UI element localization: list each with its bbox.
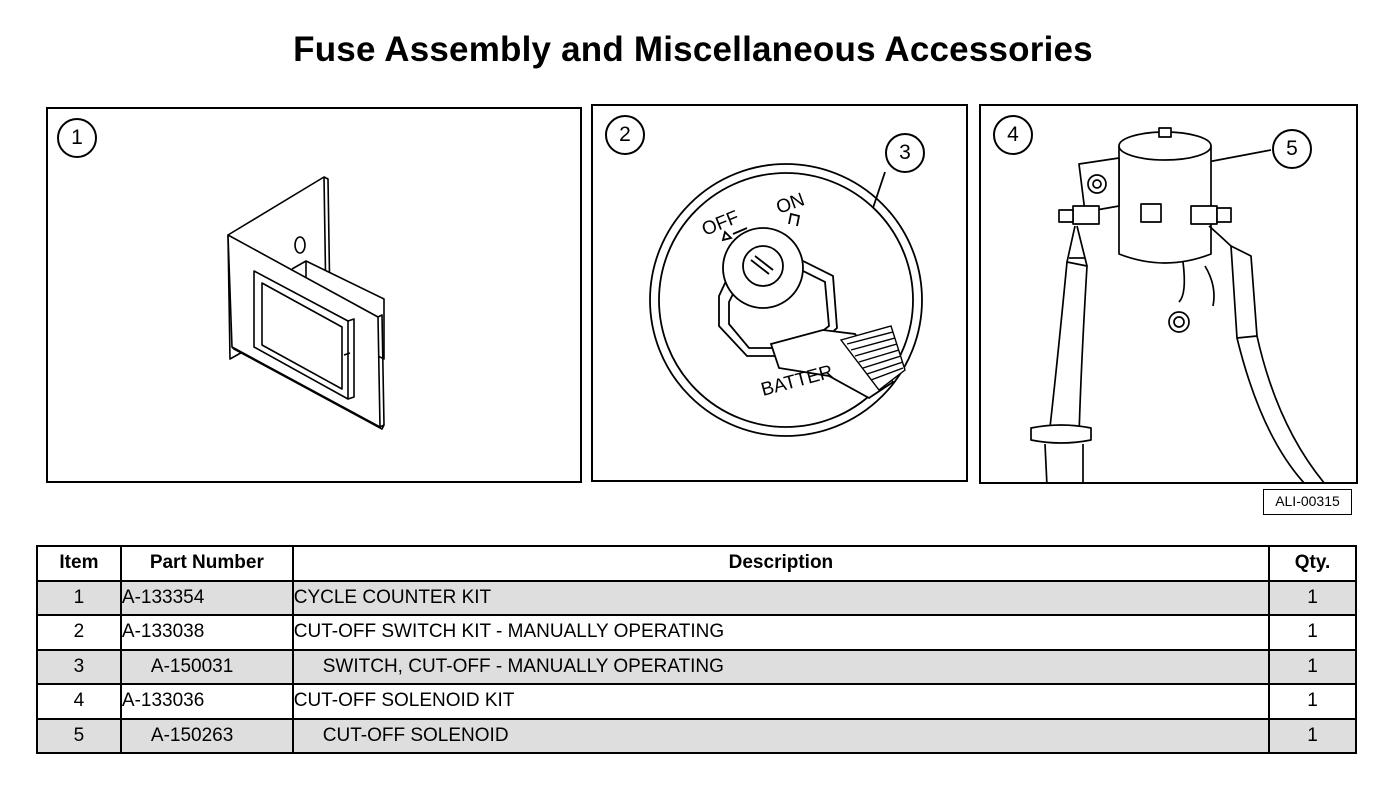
table-row: 2 A-133038 CUT-OFF SWITCH KIT - MANUALLY… bbox=[36, 614, 1357, 651]
switch-label-on: ON bbox=[774, 189, 808, 218]
callout-1: 1 bbox=[57, 118, 97, 158]
cell-part-number: A-150263 bbox=[119, 717, 294, 754]
figure-code-label: ALI-00315 bbox=[1263, 489, 1352, 515]
cutoff-switch-illustration: OFF ON BATTER bbox=[649, 163, 923, 437]
cell-part-number: A-133038 bbox=[119, 614, 294, 651]
cell-qty: 1 bbox=[1268, 717, 1357, 754]
cell-item: 5 bbox=[36, 717, 122, 754]
cutoff-solenoid-illustration bbox=[1030, 127, 1325, 482]
callout-2: 2 bbox=[605, 115, 645, 155]
cycle-counter-illustration bbox=[227, 176, 385, 430]
cell-description: SWITCH, CUT-OFF - MANUALLY OPERATING bbox=[291, 648, 1271, 685]
table-row: 1 A-133354 CYCLE COUNTER KIT 1 bbox=[36, 579, 1357, 616]
figure-panel-cutoff-switch: OFF ON BATTER 2 3 bbox=[591, 104, 968, 482]
callout-3: 3 bbox=[885, 133, 925, 173]
figure-panel-cycle-counter: 1 bbox=[46, 107, 582, 483]
cell-item: 2 bbox=[36, 614, 122, 651]
callout-4: 4 bbox=[993, 115, 1033, 155]
header-part-number: Part Number bbox=[119, 545, 294, 582]
cell-part-number: A-150031 bbox=[119, 648, 294, 685]
cell-item: 4 bbox=[36, 683, 122, 720]
cell-description: CUT-OFF SWITCH KIT - MANUALLY OPERATING bbox=[291, 614, 1271, 651]
switch-label-off: OFF bbox=[699, 207, 742, 241]
cell-qty: 1 bbox=[1268, 614, 1357, 651]
cell-part-number: A-133354 bbox=[119, 579, 294, 616]
cell-description: CUT-OFF SOLENOID KIT bbox=[291, 683, 1271, 720]
cell-part-number: A-133036 bbox=[119, 683, 294, 720]
table-row: 3 A-150031 SWITCH, CUT-OFF - MANUALLY OP… bbox=[36, 648, 1357, 685]
table-row: 4 A-133036 CUT-OFF SOLENOID KIT 1 bbox=[36, 683, 1357, 720]
header-item: Item bbox=[36, 545, 122, 582]
cell-qty: 1 bbox=[1268, 579, 1357, 616]
header-description: Description bbox=[291, 545, 1271, 582]
cell-description: CUT-OFF SOLENOID bbox=[291, 717, 1271, 754]
header-qty: Qty. bbox=[1268, 545, 1357, 582]
parts-table: Item Part Number Description Qty. 1 A-13… bbox=[36, 545, 1357, 754]
figure-panel-cutoff-solenoid: 4 5 bbox=[979, 104, 1358, 484]
cell-qty: 1 bbox=[1268, 648, 1357, 685]
cell-item: 1 bbox=[36, 579, 122, 616]
cell-description: CYCLE COUNTER KIT bbox=[291, 579, 1271, 616]
table-header-row: Item Part Number Description Qty. bbox=[36, 545, 1357, 582]
callout-5: 5 bbox=[1272, 129, 1312, 169]
cell-qty: 1 bbox=[1268, 683, 1357, 720]
table-row: 5 A-150263 CUT-OFF SOLENOID 1 bbox=[36, 717, 1357, 754]
page-title: Fuse Assembly and Miscellaneous Accessor… bbox=[293, 30, 1093, 69]
cell-item: 3 bbox=[36, 648, 122, 685]
